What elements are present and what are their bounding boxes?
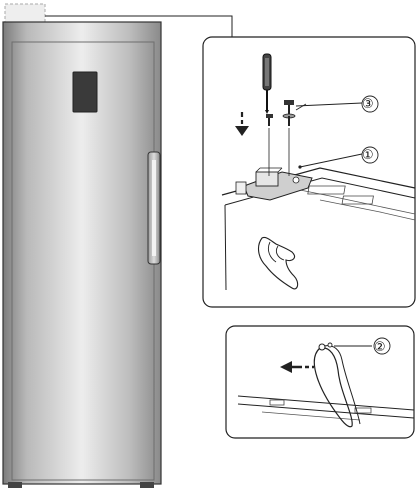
callout-label-screws: ③ (362, 97, 374, 112)
hinge-bracket (235, 167, 313, 201)
wire-detail-panel: ② (225, 325, 415, 439)
hand-icon (257, 236, 299, 290)
screwdriver-icon (262, 53, 272, 114)
refrigerator (2, 3, 162, 488)
wire (313, 347, 353, 428)
left-arrow-icon (280, 361, 314, 373)
foot-right (140, 482, 154, 488)
control-display (72, 71, 98, 113)
hinge-detail-panel: ③ ① (202, 36, 416, 308)
down-arrow-icon (235, 112, 249, 136)
callout-label-wire: ② (374, 340, 386, 355)
callout-1-leader (299, 153, 363, 168)
screw-left (266, 114, 273, 126)
callout-3-leader (295, 102, 363, 107)
foot-left (8, 482, 22, 488)
detail-leader-line (45, 15, 233, 38)
screws-with-washers (282, 100, 307, 126)
callout-label-hinge-bracket: ① (362, 148, 374, 163)
